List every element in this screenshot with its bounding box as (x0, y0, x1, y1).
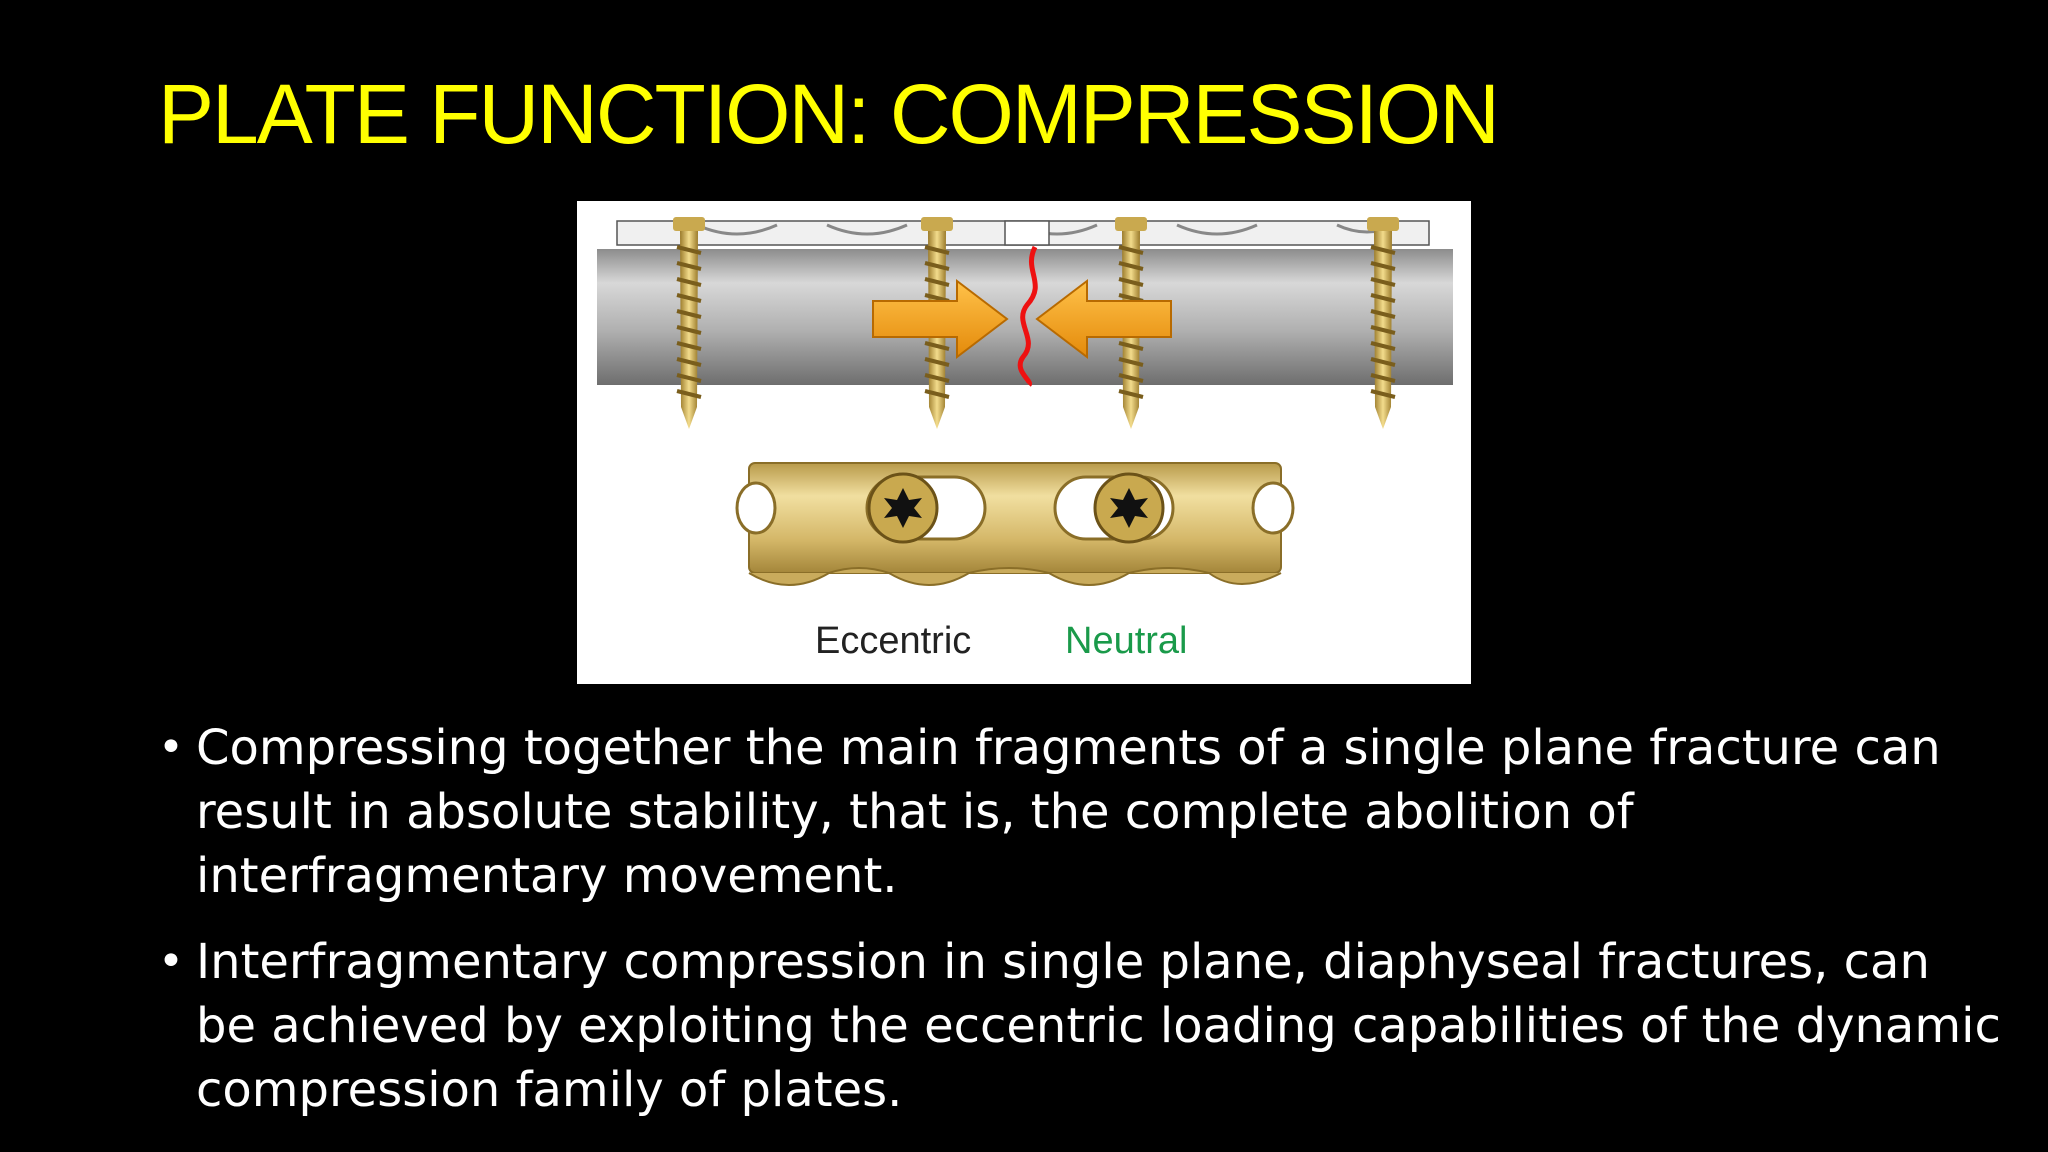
slide-title: PLATE FUNCTION: COMPRESSION (158, 67, 1500, 161)
top-view-plate (735, 462, 1295, 586)
bullet-item: • Interfragmentary compression in single… (152, 930, 2002, 1122)
bullet-item: • Compressing together the main fragment… (152, 716, 2002, 908)
compression-arrow-right (872, 278, 1009, 360)
bullet-marker: • (158, 936, 184, 987)
neutral-label: Neutral (1065, 620, 1188, 662)
bullet-text: Interfragmentary compression in single p… (196, 934, 2001, 1118)
bullet-marker: • (158, 722, 184, 773)
eccentric-label: Eccentric (815, 620, 972, 662)
bullet-list: • Compressing together the main fragment… (152, 716, 2002, 1144)
side-plate (616, 220, 1430, 246)
compression-arrow-left (1035, 278, 1172, 360)
fracture-line (1017, 245, 1038, 387)
compression-plate-figure: Eccentric Neutral (577, 201, 1471, 684)
neutral-screw-head (1093, 472, 1165, 544)
bullet-text: Compressing together the main fragments … (196, 720, 1941, 904)
eccentric-screw-head (867, 472, 939, 544)
plate-illustration (597, 217, 1453, 586)
